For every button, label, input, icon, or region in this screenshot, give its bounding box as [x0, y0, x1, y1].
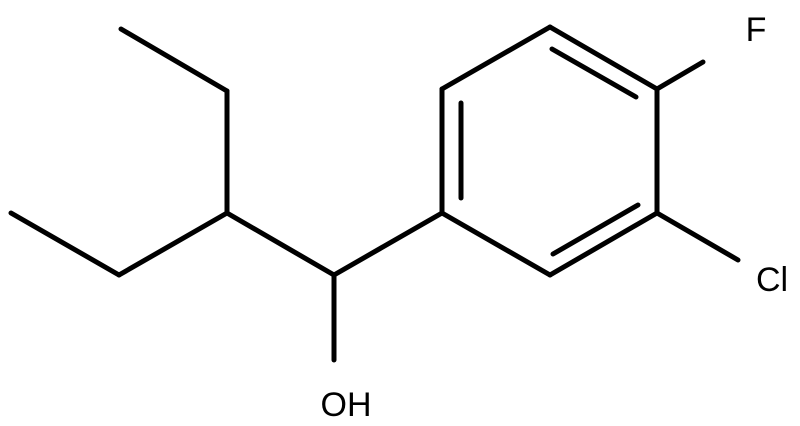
hydroxyl-label: OH: [321, 386, 372, 424]
bond-upper-ethyl-terminal: [118, 26, 230, 94]
fluorine-label: F: [746, 11, 767, 49]
bond-lower-ethyl-terminal: [8, 210, 122, 278]
ring-bond-c3-c4: [547, 24, 660, 92]
bond-ring-to-fluorine: [654, 59, 706, 92]
ring-bond-c6-c1: [439, 210, 553, 278]
bond-lower-ethyl-ch2: [116, 210, 230, 278]
ring-bond-c2-c3: [439, 24, 553, 92]
ring-bond-c5-c6: [547, 210, 660, 278]
bond-ring-to-chlorine: [654, 210, 741, 263]
ring-inner-double-bond-bottom-right: [550, 202, 641, 257]
ring-inner-double-bond-top-right: [549, 46, 639, 100]
bond-carbinol-to-ring: [331, 210, 445, 278]
bond-branch-to-carbinol: [224, 210, 337, 278]
chlorine-label: Cl: [756, 261, 788, 299]
